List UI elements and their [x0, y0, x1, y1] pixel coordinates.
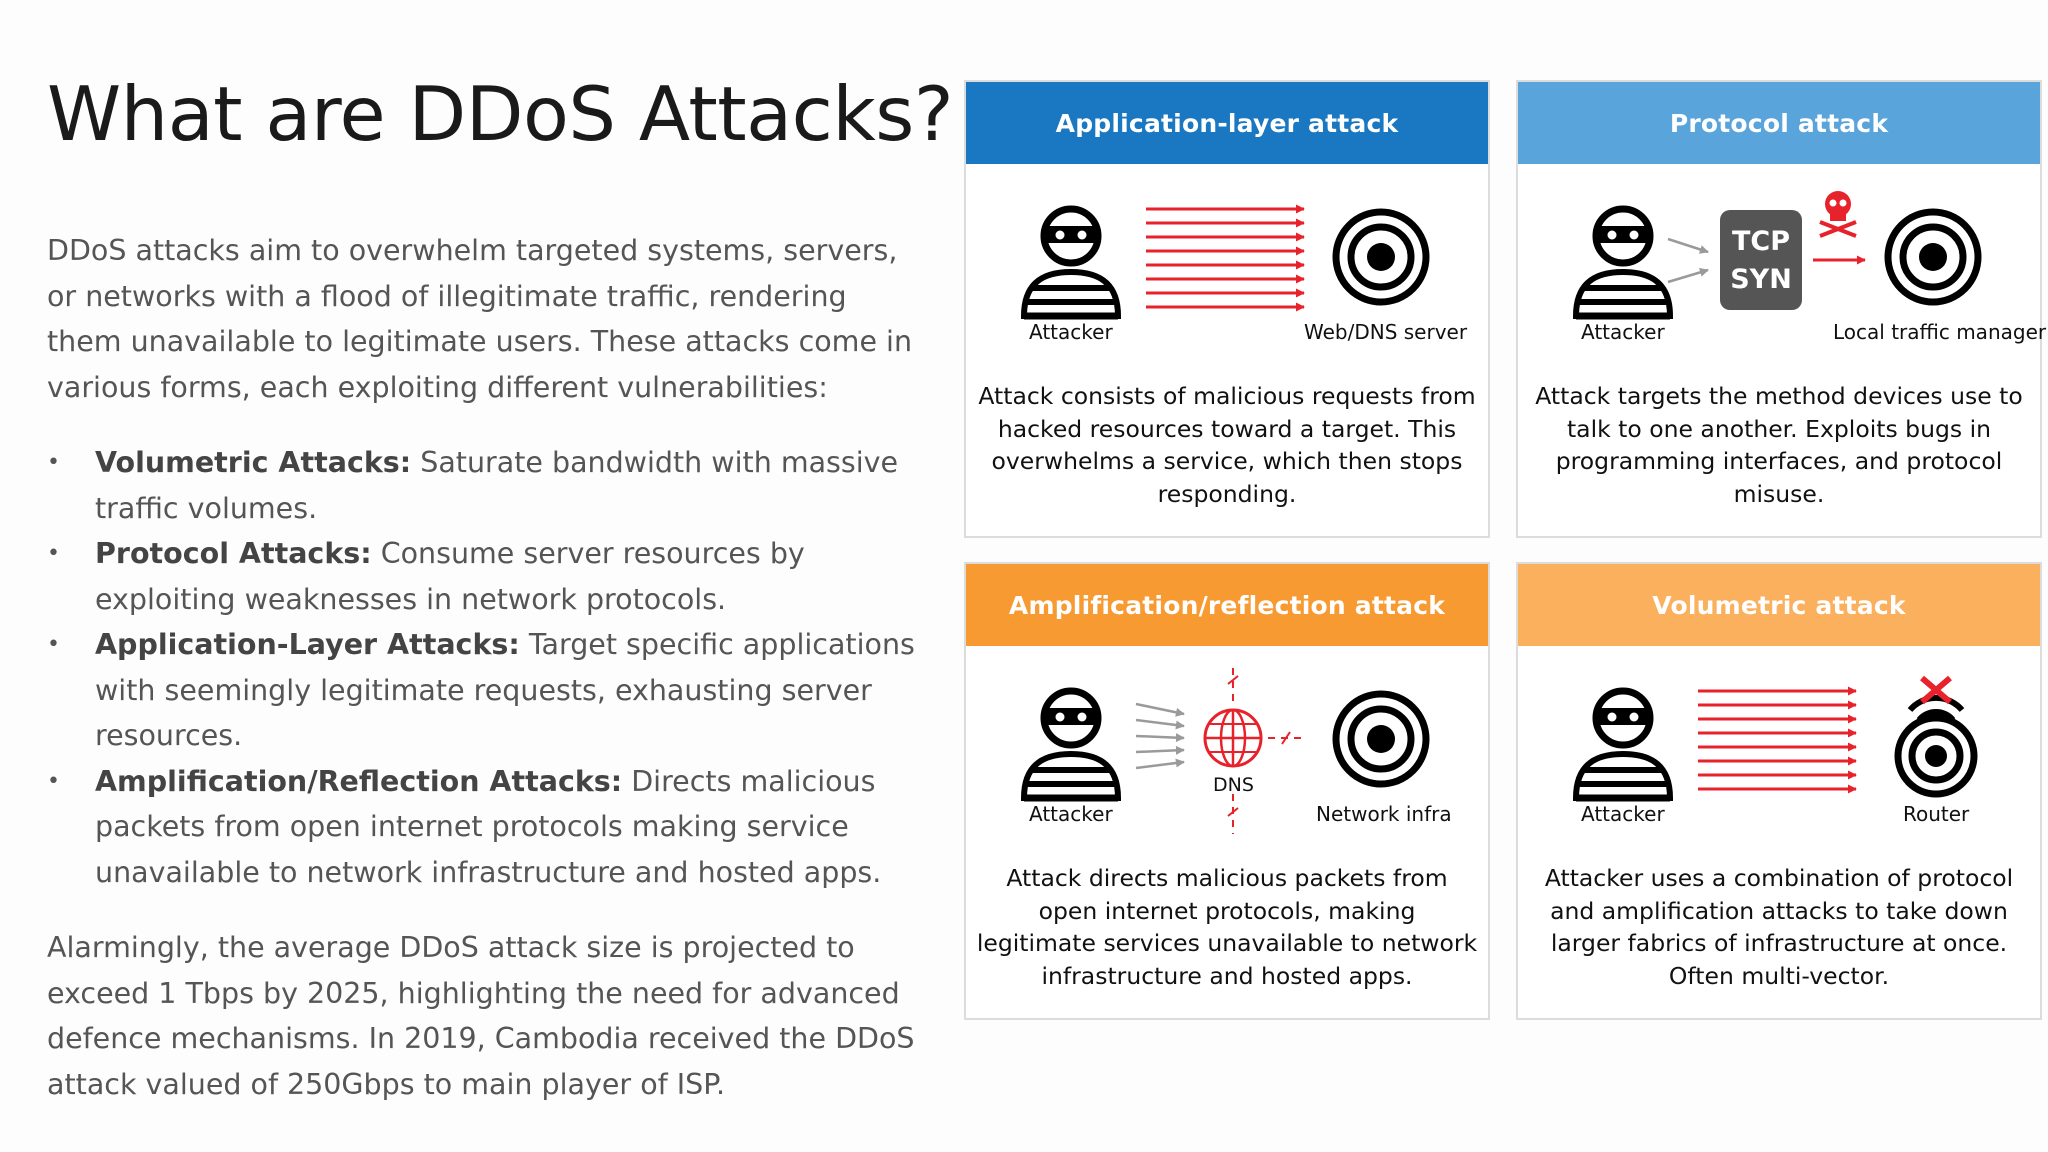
amplification-attack-illustration: [966, 668, 1488, 834]
bullet-text: Consume server resources by exploiting w…: [95, 537, 805, 616]
target-icon: [1336, 212, 1426, 302]
list-item: • Protocol Attacks: Consume server resour…: [47, 531, 927, 622]
bullet-icon: •: [47, 632, 60, 657]
dns-label: DNS: [1213, 774, 1254, 796]
bullet-icon: •: [47, 768, 60, 794]
bullet-term: Protocol Attacks:: [95, 537, 372, 570]
application-attack-illustration: [966, 204, 1488, 364]
attacker-icon: [1024, 691, 1118, 798]
content-column: DDoS attacks aim to overwhelm targeted s…: [47, 228, 927, 1107]
bullet-text: Saturate bandwidth with massive traffic …: [95, 446, 899, 525]
card-header: Amplification/reflection attack: [966, 564, 1488, 646]
card-description: Attacker uses a combination of protocol …: [1544, 864, 2014, 990]
card-amplification-reflection: Amplification/reflection attack D: [964, 562, 1490, 1020]
attacker-label: Attacker: [1029, 802, 1113, 826]
attacker-icon: [1024, 209, 1118, 316]
tcp-label: TCP: [1732, 226, 1790, 257]
card-description: Attack targets the method devices use to…: [1535, 382, 2023, 508]
bullet-term: Application-Layer Attacks:: [95, 628, 520, 661]
bullet-text: Target specific applications with seemin…: [95, 628, 915, 752]
card-protocol: Protocol attack TCP SYN Attacker Local t…: [1516, 80, 2046, 538]
wireless-router-icon: [1894, 675, 1978, 798]
card-header: Protocol attack: [1518, 82, 2040, 164]
attacker-label: Attacker: [1581, 320, 1665, 344]
globe-icon: [1203, 708, 1263, 768]
bullet-text: Directs malicious packets from open inte…: [95, 764, 882, 889]
list-item: • Amplification/Reflection Attacks: Direc…: [47, 759, 927, 896]
tcp-syn-box: TCP SYN: [1720, 210, 1802, 310]
closing-paragraph: Alarmingly, the average DDoS attack size…: [47, 931, 915, 1101]
router-label: Router: [1903, 802, 1970, 826]
skull-crossbones-icon: [1819, 191, 1857, 238]
red-arrows: [1146, 204, 1305, 312]
syn-label: SYN: [1730, 264, 1792, 295]
attacker-icon: [1576, 691, 1670, 798]
attacker-label: Attacker: [1581, 802, 1665, 826]
intro-paragraph: DDoS attacks aim to overwhelm targeted s…: [47, 234, 913, 404]
traffic-manager-label: Local traffic manager: [1833, 320, 2047, 344]
target-icon: [1336, 694, 1426, 784]
card-description: Attack directs malicious packets from op…: [976, 864, 1478, 990]
target-icon: [1888, 212, 1978, 302]
page-title: What are DDoS Attacks?: [47, 70, 954, 158]
attack-types-list: • Volumetric Attacks: Saturate bandwidth …: [47, 440, 927, 895]
dashed-lines: [1227, 668, 1306, 834]
network-infra-label: Network infra: [1316, 802, 1452, 826]
server-label: Web/DNS server: [1304, 320, 1468, 344]
card-volumetric: Volumetric attack Attacker Router Attack…: [1516, 562, 2042, 1020]
bullet-icon: •: [47, 541, 60, 566]
red-arrows: [1698, 686, 1857, 794]
volumetric-attack-illustration: [1518, 675, 1978, 846]
list-item: • Application-Layer Attacks: Target speci…: [47, 622, 927, 759]
bullet-term: Volumetric Attacks:: [95, 446, 412, 479]
protocol-attack-illustration: TCP SYN: [1518, 191, 2040, 364]
card-application-layer: Application-layer attack Attacker Web/DN…: [964, 80, 1490, 538]
card-header: Application-layer attack: [966, 82, 1488, 164]
bullet-term: Amplification/Reflection Attacks:: [95, 764, 623, 798]
attacker-icon: [1576, 209, 1670, 316]
card-header: Volumetric attack: [1518, 564, 2040, 646]
attacker-label: Attacker: [1029, 320, 1113, 344]
gray-arrows: [1667, 237, 1709, 284]
list-item: • Volumetric Attacks: Saturate bandwidth …: [47, 440, 927, 531]
card-description: Attack consists of malicious requests fr…: [978, 382, 1476, 508]
gray-arrows: [1135, 702, 1185, 770]
bullet-icon: •: [47, 450, 60, 475]
